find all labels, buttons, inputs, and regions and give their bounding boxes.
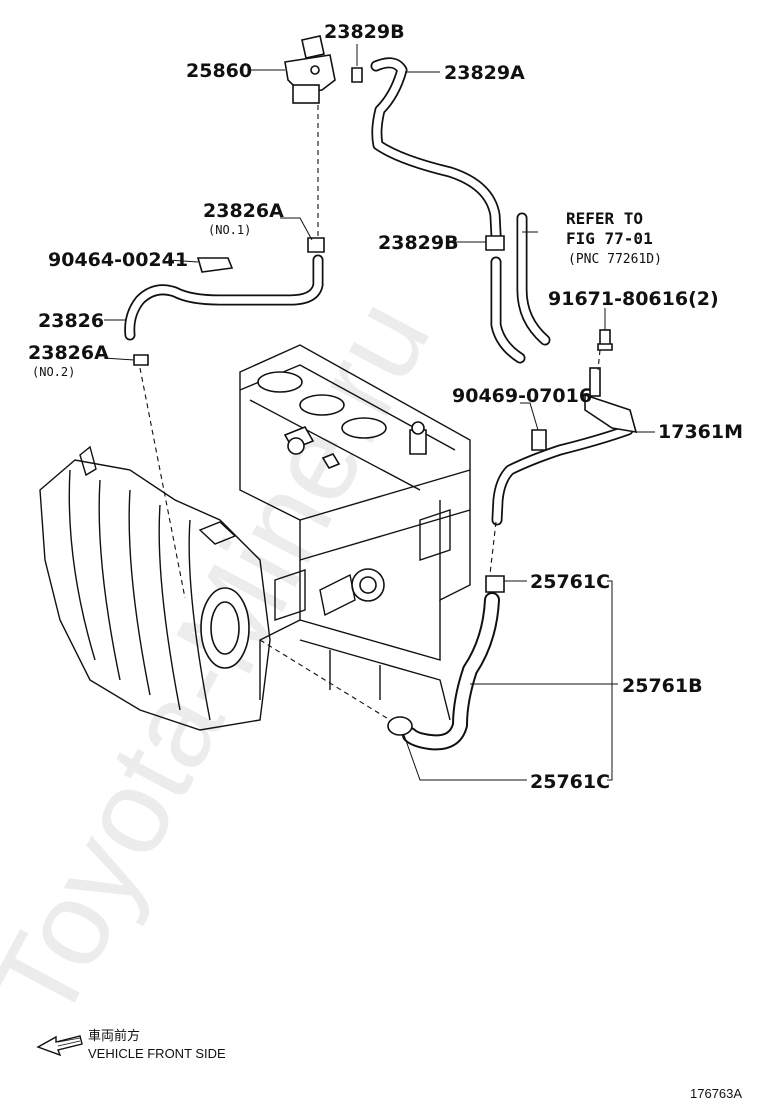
vehicle-front-en: VEHICLE FRONT SIDE (88, 1046, 226, 1061)
component-shapes (133, 35, 638, 736)
label-25761B[interactable]: 25761B (622, 675, 703, 697)
label-23826A-no1-sub: (NO.1) (208, 223, 251, 237)
vehicle-front-note: 車両前方 VEHICLE FRONT SIDE (36, 1028, 226, 1061)
label-91671-80616[interactable]: 91671-80616(2) (548, 288, 719, 310)
refer-line2[interactable]: FIG 77-01 (566, 229, 653, 248)
label-23826A-no2-sub: (NO.2) (32, 365, 75, 379)
engine-assembly-drawing (39, 344, 471, 731)
label-25761C-bottom[interactable]: 25761C (530, 771, 610, 793)
leader-lines (103, 44, 655, 781)
figure-code: 176763A (690, 1086, 742, 1101)
label-17361M[interactable]: 17361M (658, 421, 743, 443)
label-23829A[interactable]: 23829A (444, 62, 525, 84)
refer-line1: REFER TO (566, 209, 643, 228)
vehicle-front-jp: 車両前方 (88, 1028, 140, 1043)
label-23829B-mid[interactable]: 23829B (378, 232, 459, 254)
refer-line3: (PNC 77261D) (568, 252, 662, 267)
label-25761C-top[interactable]: 25761C (530, 571, 610, 593)
label-25860[interactable]: 25860 (186, 60, 252, 82)
hose-lines (124, 57, 634, 751)
label-90464-00241[interactable]: 90464-00241 (48, 249, 188, 271)
label-90469-07016[interactable]: 90469-07016 (452, 385, 592, 407)
label-23826A-no2[interactable]: 23826A (28, 342, 109, 364)
label-23829B-top[interactable]: 23829B (324, 21, 405, 43)
label-23826[interactable]: 23826 (38, 310, 104, 332)
label-23826A-no1[interactable]: 23826A (203, 200, 284, 222)
part-labels: 23829B 25860 23829A 23826A (NO.1) 90464-… (28, 21, 743, 793)
dashed-guide-lines (139, 105, 601, 721)
